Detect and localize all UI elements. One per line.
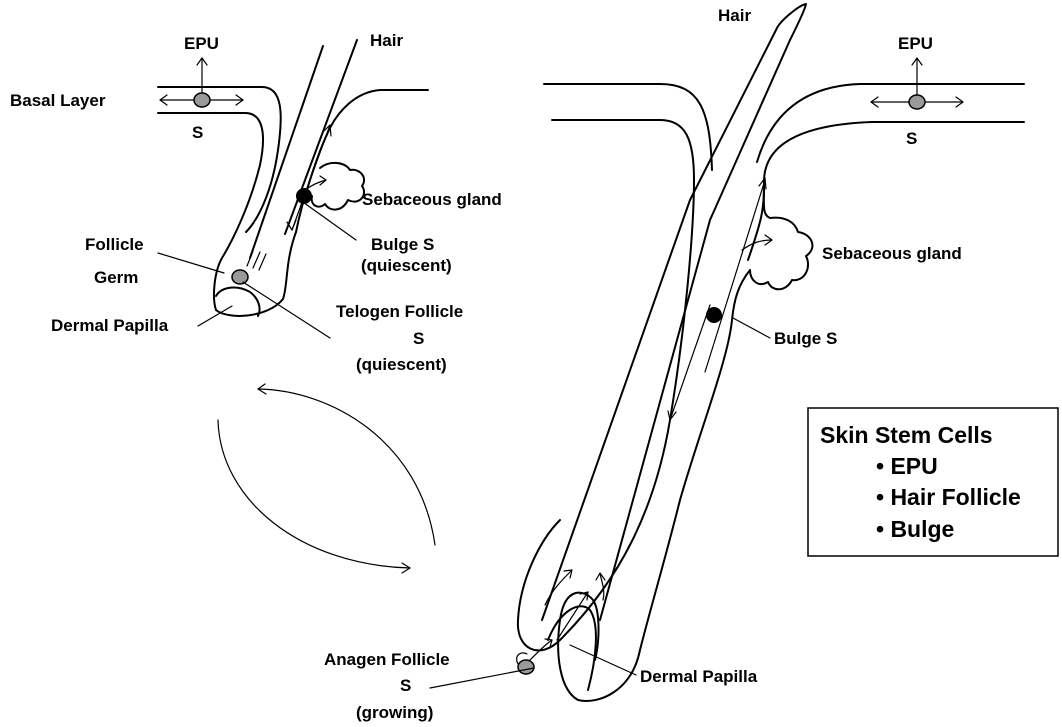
hair-cycle-arrows [218,384,435,573]
telogen-dermal-papilla-label: Dermal Papilla [51,316,169,335]
anagen-dp-leader-line [570,645,636,675]
telogen-hair-shaft-right [285,40,357,234]
cycle-arrow-upper [258,389,435,545]
anagen-epu-label: EPU [898,34,933,53]
anagen-bulge-leader-line [733,318,770,338]
anagen-follicle-label-1: Anagen Follicle [324,650,450,669]
anagen-skin-basal-left [518,120,694,650]
anagen-follicle-stem-cell [518,660,534,674]
anagen-sebaceous-label: Sebaceous gland [822,244,962,263]
telogen-hair-shaft-left [250,46,323,258]
telogen-epu-stem-cell [194,93,210,107]
germ-hatch-3 [259,254,266,270]
germ-hatch-1 [247,251,253,266]
telogen-follicle-label-2: S [413,329,424,348]
telogen-bulge-label-1: Bulge S [371,235,434,254]
anagen-follicle-label-3: (growing) [356,703,433,722]
germ-label-1: Follicle [85,235,144,254]
germ-label-2: Germ [94,268,138,287]
telogen-hair-label: Hair [370,31,403,50]
skin-stem-cells-item-hair-follicle: • Hair Follicle [876,484,1021,510]
telogen-follicle-label-1: Telogen Follicle [336,302,463,321]
anagen-epu-stem-cell [909,95,925,109]
anagen-follicle-leader-line [430,668,534,688]
telogen-follicle-label-3: (quiescent) [356,355,447,374]
anagen-hair-label: Hair [718,6,751,25]
anagen-bulge-arrow-line-2 [670,305,710,420]
telogen-bulge-leader-line [300,200,356,240]
telogen-s-label: S [192,123,203,142]
basal-layer-label: Basal Layer [10,91,106,110]
skin-stem-cells-item-bulge: • Bulge [876,516,954,542]
telogen-follicle-leader-line [243,282,330,338]
telogen-skin-surface [158,87,281,232]
anagen-bulge-label: Bulge S [774,329,837,348]
germ-leader-line [158,253,224,273]
anagen-dermal-papilla-label: Dermal Papilla [640,667,758,686]
anagen-bulge-stem-cell [707,308,722,323]
telogen-epu-label: EPU [184,34,219,53]
anagen-follicle-label-2: S [400,676,411,695]
anagen-s-label: S [906,129,917,148]
skin-stem-cells-box: Skin Stem Cells • EPU • Hair Follicle • … [808,408,1058,556]
anagen-gland-arrow [742,240,772,250]
telogen-bulge-label-2: (quiescent) [361,256,452,275]
anagen-skin-surface-left [544,84,712,170]
telogen-sebaceous-label: Sebaceous gland [362,190,502,209]
anagen-dermal-papilla [548,606,596,690]
telogen-sebaceous-gland [312,163,364,210]
skin-stem-cells-item-epu: • EPU [876,453,938,479]
telogen-bulge-arrow-line [292,125,330,230]
telogen-follicle: EPU Hair Basal Layer S Sebaceous gland B… [10,31,502,374]
anagen-hair-shaft [542,4,806,620]
germ-hatch-2 [253,252,260,268]
cycle-arrow-lower [218,420,410,568]
skin-stem-cells-title: Skin Stem Cells [820,422,993,448]
telogen-bulge-stem-cell [297,189,312,204]
telogen-follicle-outer [216,232,296,316]
telogen-follicle-stem-cell [232,270,248,284]
